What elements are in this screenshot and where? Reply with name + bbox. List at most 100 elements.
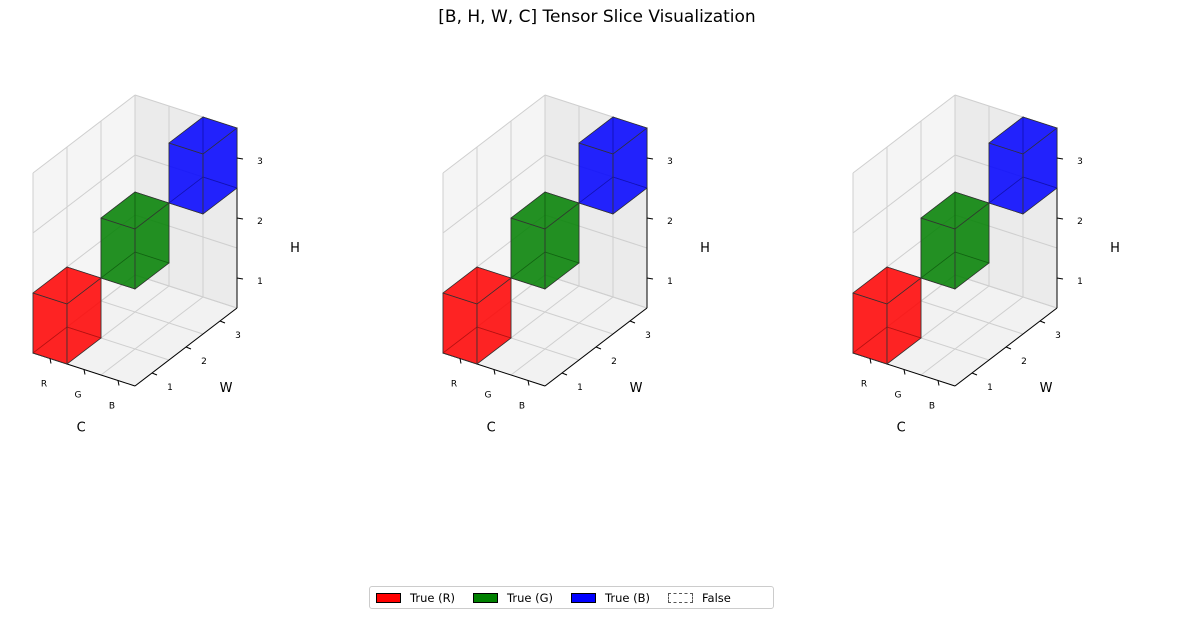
c-axis-label: C [897, 420, 906, 435]
h-tick-label: 3 [667, 157, 673, 167]
h-tick-mark [236, 277, 244, 280]
c-tick-label: G [485, 391, 492, 401]
legend-item-b: True (B) [571, 591, 650, 605]
voxel-front-face [32, 292, 68, 365]
grid-line [32, 94, 136, 174]
grid-line [100, 300, 204, 335]
c-tick-mark [869, 358, 872, 364]
voxel-front-face [578, 142, 614, 215]
h-tick-label: 3 [1077, 157, 1083, 167]
w-tick-mark [219, 320, 226, 324]
c-tick-mark [117, 380, 120, 386]
c-tick-mark [459, 358, 462, 364]
w-tick-mark [151, 372, 158, 376]
c-tick-label: R [861, 380, 867, 390]
voxel-top-face [988, 116, 1058, 155]
voxel-front-face [510, 217, 546, 290]
h-tick-label: 2 [667, 217, 673, 227]
voxel-top-face [100, 191, 170, 230]
c-tick-label: B [109, 402, 115, 412]
floor-pane [33, 275, 237, 386]
h-tick-mark [236, 217, 244, 220]
legend-swatch-false [667, 592, 693, 603]
legend-item-false: False [667, 590, 731, 605]
c-tick-label: B [929, 402, 935, 412]
panel-2: B=2RGB123123CWH [442, 94, 710, 435]
c-tick-mark [83, 369, 86, 375]
c-tick-mark [937, 380, 940, 386]
h-tick-label: 1 [1077, 277, 1083, 287]
legend-label-g: True (G) [507, 590, 554, 605]
floor-pane [443, 275, 647, 386]
w-tick-mark [971, 372, 978, 376]
c-tick-label: G [75, 391, 82, 401]
legend-item-g: True (G) [473, 591, 553, 605]
voxel-front-face [920, 217, 956, 290]
voxel-top-face [920, 191, 990, 230]
h-tick-mark [236, 157, 244, 160]
grid-line [100, 296, 204, 376]
legend-swatch-b [571, 592, 597, 603]
panel-1: B=1RGB123123CWH [32, 94, 300, 435]
chart-title: [B, H, W, C] Tensor Slice Visualization [438, 7, 756, 27]
grid-line [954, 274, 1058, 309]
w-axis-label: W [1040, 381, 1053, 396]
voxel-top-face [442, 266, 512, 305]
voxel-b [578, 116, 648, 215]
voxel-top-face [168, 116, 238, 155]
c-tick-label: G [895, 391, 902, 401]
voxel-b [988, 116, 1058, 215]
grid-line [544, 274, 648, 309]
c-tick-label: R [41, 380, 47, 390]
grid-line [134, 274, 238, 309]
h-tick-mark [646, 157, 654, 160]
h-axis-label: H [1110, 241, 1120, 256]
legend-label-r: True (R) [410, 590, 456, 605]
grid-line [442, 94, 546, 174]
w-tick-mark [629, 320, 636, 324]
voxel-top-face [32, 266, 102, 305]
voxel-r [852, 266, 922, 365]
h-tick-label: 2 [1077, 217, 1083, 227]
w-tick-label: 1 [167, 383, 173, 393]
h-tick-label: 3 [257, 157, 263, 167]
voxel-front-face [988, 142, 1024, 215]
voxel-g [510, 191, 580, 290]
w-axis-label: W [630, 381, 643, 396]
w-tick-mark [595, 346, 602, 350]
c-tick-label: B [519, 402, 525, 412]
w-tick-label: 3 [645, 331, 651, 341]
w-tick-label: 2 [201, 357, 207, 367]
grid-line [510, 300, 614, 335]
c-tick-label: R [451, 380, 457, 390]
h-tick-mark [1056, 157, 1064, 160]
legend-label-false: False [701, 590, 731, 605]
w-tick-label: 2 [611, 357, 617, 367]
grid-line [510, 296, 614, 376]
legend-item-r: True (R) [376, 591, 455, 605]
grid-line [920, 300, 1024, 335]
h-tick-mark [1056, 217, 1064, 220]
w-tick-mark [1005, 346, 1012, 350]
grid-line [32, 154, 136, 234]
w-tick-mark [1039, 320, 1046, 324]
h-tick-mark [1056, 277, 1064, 280]
h-tick-label: 1 [257, 277, 263, 287]
c-axis-label: C [77, 420, 86, 435]
legend-swatch-g [473, 592, 499, 603]
grid-line [920, 296, 1024, 376]
w-axis-label: W [220, 381, 233, 396]
voxel-front-face [442, 292, 478, 365]
h-tick-mark [646, 277, 654, 280]
legend-label-b: True (B) [605, 590, 650, 605]
voxel-top-face [578, 116, 648, 155]
voxel-top-face [852, 266, 922, 305]
legend: True (R) True (G) True (B) False [369, 586, 774, 609]
voxel-g [920, 191, 990, 290]
grid-line [442, 154, 546, 234]
legend-swatch-r [376, 592, 401, 603]
h-tick-label: 2 [257, 217, 263, 227]
h-tick-mark [646, 217, 654, 220]
voxel-b [168, 116, 238, 215]
c-tick-mark [527, 380, 530, 386]
